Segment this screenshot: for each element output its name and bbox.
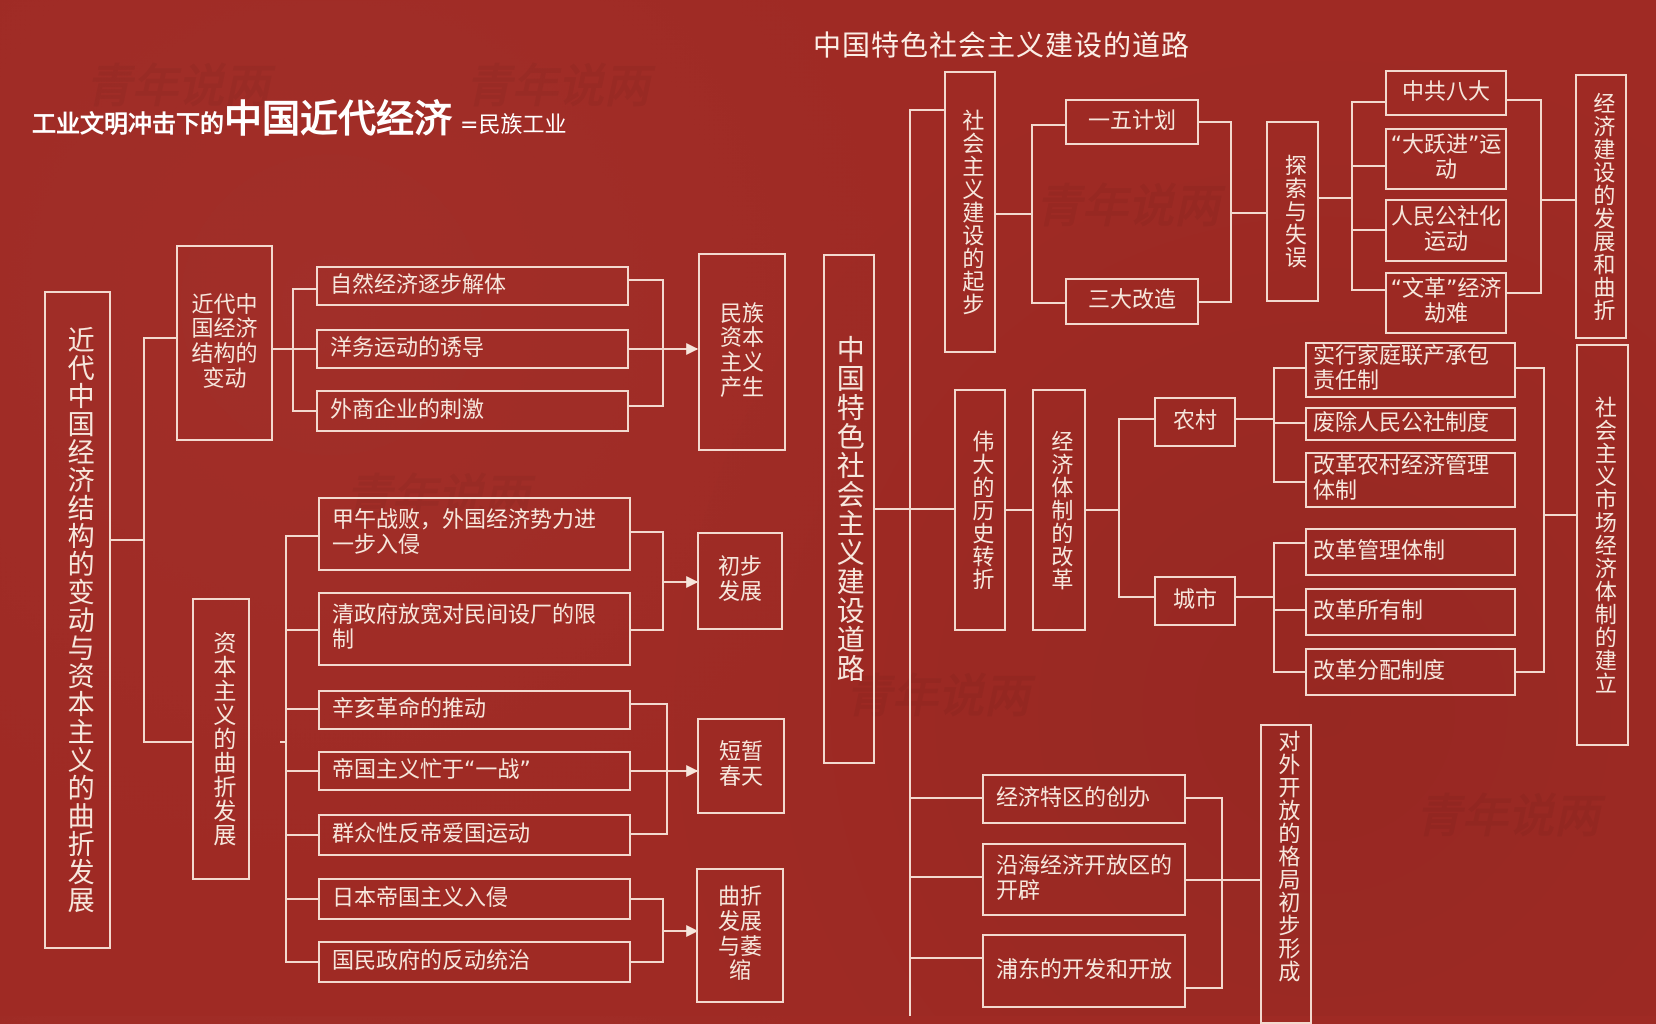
right-title: 中国特色社会主义建设的道路 — [813, 29, 1191, 62]
node-cause[interactable]: 甲午战败，外国经济势力进一步入侵 — [318, 497, 631, 571]
node-economic-structure-change[interactable]: 近代中国经济结构的变动 — [176, 245, 273, 441]
node-cause[interactable]: 清政府放宽对民间设厂的限制 — [318, 592, 631, 666]
node-economic-system-reform[interactable]: 经济体制的改革 — [1032, 389, 1086, 631]
node-ownership-reform[interactable]: 改革所有制 — [1305, 588, 1516, 636]
left-title-main: 中国近代经济 — [224, 97, 453, 141]
node-pudong-development[interactable]: 浦东的开发和开放 — [982, 934, 1186, 1008]
node-tortuous-shrinking[interactable]: 曲折发展与萎缩 — [696, 868, 784, 1003]
node-coastal-open-areas[interactable]: 沿海经济开放区的开辟 — [982, 843, 1186, 916]
node-great-historical-turn[interactable]: 伟大的历史转折 — [954, 389, 1006, 631]
left-title: 工业文明冲击下的中国近代经济 =民族工业 — [32, 88, 566, 143]
node-brief-spring[interactable]: 短暂春天 — [697, 718, 785, 814]
node-cause[interactable]: 洋务运动的诱导 — [316, 329, 629, 369]
node-cultural-revolution-economic-disaster[interactable]: “文革”经济劫难 — [1385, 272, 1507, 334]
watermark: 青年说两 — [1033, 170, 1231, 236]
node-urban[interactable]: 城市 — [1154, 576, 1236, 626]
node-first-five-year-plan[interactable]: 一五计划 — [1065, 99, 1199, 145]
node-cause[interactable]: 日本帝国主义入侵 — [318, 878, 631, 920]
node-economic-construction-development[interactable]: 经济建设的发展和曲折 — [1575, 74, 1627, 339]
node-capitalism-tortuous-development[interactable]: 资本主义的曲折发展 — [192, 598, 250, 880]
node-right-root[interactable]: 中国特色社会主义建设道路 — [823, 254, 875, 764]
node-peoples-commune-movement[interactable]: 人民公社化运动 — [1385, 199, 1507, 262]
node-socialist-construction-start[interactable]: 社会主义建设的起步 — [944, 71, 996, 353]
node-three-great-transformations[interactable]: 三大改造 — [1065, 278, 1199, 325]
node-cause[interactable]: 外商企业的刺激 — [316, 390, 629, 432]
node-national-capitalism-emerges[interactable]: 民族资本主义产生 — [698, 253, 786, 451]
node-cause[interactable]: 自然经济逐步解体 — [316, 266, 629, 306]
node-abolish-peoples-commune[interactable]: 废除人民公社制度 — [1305, 407, 1516, 441]
watermark: 青年说两 — [1413, 780, 1611, 846]
node-initial-development[interactable]: 初步发展 — [697, 532, 783, 630]
left-title-suffix: =民族工业 — [460, 113, 567, 138]
node-distribution-reform[interactable]: 改革分配制度 — [1305, 648, 1516, 696]
node-household-responsibility-system[interactable]: 实行家庭联产承包责任制 — [1305, 342, 1516, 398]
node-management-system-reform[interactable]: 改革管理体制 — [1305, 528, 1516, 576]
node-socialist-market-economy[interactable]: 社会主义市场经济体制的建立 — [1576, 344, 1629, 746]
node-great-leap-forward[interactable]: “大跃进”运动 — [1385, 128, 1507, 190]
node-opening-up-pattern[interactable]: 对外开放的格局初步形成 — [1260, 724, 1312, 1024]
node-cause[interactable]: 国民政府的反动统治 — [318, 941, 631, 983]
node-cause[interactable]: 群众性反帝爱国运动 — [318, 814, 631, 856]
node-cause[interactable]: 辛亥革命的推动 — [318, 690, 631, 730]
node-rural[interactable]: 农村 — [1154, 397, 1236, 447]
left-title-prefix: 工业文明冲击下的 — [32, 110, 224, 138]
node-rural-economic-management-reform[interactable]: 改革农村经济管理体制 — [1305, 452, 1516, 508]
node-exploration-and-mistakes[interactable]: 探索与失误 — [1266, 121, 1319, 302]
node-cause[interactable]: 帝国主义忙于“一战” — [318, 751, 631, 791]
node-eighth-party-congress[interactable]: 中共八大 — [1385, 70, 1507, 116]
node-left-root[interactable]: 近代中国经济结构的变动与资本主义的曲折发展 — [44, 291, 111, 949]
node-special-economic-zones[interactable]: 经济特区的创办 — [982, 774, 1186, 824]
